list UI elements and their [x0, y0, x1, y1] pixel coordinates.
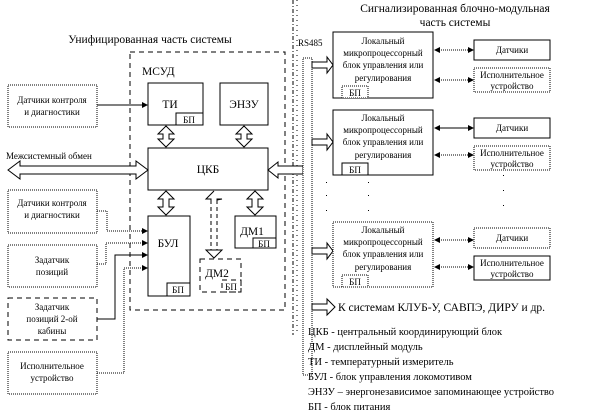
enzu-label: ЭНЗУ: [229, 99, 259, 111]
bul-power-unit: [166, 282, 191, 297]
ellipsis-dots: [326, 175, 504, 211]
box-label: Датчики контроля: [17, 95, 86, 105]
box-label: устройство: [31, 373, 74, 383]
sensors-diagnostics-box-top: [7, 84, 98, 128]
local-block-3: Локальный микропроцессорный блок управле…: [311, 221, 551, 288]
actuator-box: [7, 351, 98, 395]
bus-to-ckb-arrow: [267, 160, 304, 180]
local-block-2: Локальный микропроцессорный блок управле…: [311, 109, 551, 176]
bp-label: БП: [349, 277, 361, 287]
bp-label: БП: [349, 165, 361, 175]
enzu-block: [219, 82, 269, 126]
bul-label: БУЛ: [158, 238, 179, 250]
local-block-1: Локальный микропроцессорный блок управле…: [311, 31, 551, 99]
legend-item: ЭНЗУ – энергонезависимое запоминающее ус…: [308, 387, 554, 398]
block-label: микропроцессорный: [343, 125, 423, 135]
actuator-label: устройство: [491, 159, 534, 169]
block-label: микропроцессорный: [343, 48, 423, 58]
ckb-block: [147, 147, 269, 191]
bul-input-connectors: [97, 210, 148, 374]
bp-label: БП: [172, 285, 184, 295]
block-label: блок управления или: [343, 249, 424, 259]
ti-power-unit: [175, 112, 204, 126]
ckb-label: ЦКБ: [197, 164, 220, 176]
rs485-label: RS485: [298, 38, 323, 48]
intersystem-exchange-label: Межсистемный обмен: [6, 151, 92, 161]
block-label: Локальный: [362, 36, 405, 46]
msud-container: [129, 51, 286, 311]
block-label: регулирования: [355, 262, 412, 272]
msud-label: МСУД: [142, 66, 175, 78]
sensor-label: Датчики: [496, 233, 529, 243]
sensor-label: Датчики: [496, 45, 529, 55]
bp-label: БП: [225, 282, 237, 292]
ti-label: ТИ: [162, 99, 177, 111]
block-label: Локальный: [362, 225, 405, 235]
to-systems-arrow: [311, 297, 336, 317]
signal-part-title-line1: Сигнализированная блочно-модульная: [360, 3, 550, 15]
rs485-bus: [302, 57, 313, 376]
dm2-block: [199, 258, 242, 293]
block-label: регулирования: [355, 150, 412, 160]
bp-label: БП: [258, 239, 270, 249]
legend-item: ТИ - температурный измеритель: [308, 357, 454, 368]
to-systems-label: К системам КЛУБ-У, САВПЭ, ДИРУ и др.: [338, 302, 545, 314]
signal-part-title-line2: часть системы: [420, 17, 491, 29]
actuator-label: устройство: [491, 81, 534, 91]
box-label: Исполнительное: [20, 361, 84, 371]
actuator-label: Исполнительное: [480, 148, 544, 158]
actuator-label: Исполнительное: [480, 258, 544, 268]
dm1-power-unit: [252, 237, 277, 249]
unified-part-title: Унифицированная часть системы: [68, 34, 232, 46]
sensors-diagnostics-box: [7, 189, 98, 234]
actuator-label: устройство: [491, 269, 534, 279]
legend-item: ДМ - дисплейный модуль: [308, 342, 423, 353]
bp-label: БП: [183, 115, 195, 125]
bp-label: БП: [349, 88, 361, 98]
box-label: и диагностики: [24, 107, 80, 117]
position-setter-box: [7, 244, 98, 288]
box-label: Задатчик: [35, 255, 70, 265]
box-label: позиций: [36, 267, 68, 277]
sensor-label: Датчики: [496, 123, 529, 133]
dm2-label: ДМ2: [205, 268, 229, 280]
legend-item: БП - блок питания: [308, 402, 391, 413]
block-label: Локальный: [362, 113, 405, 123]
box-label: Датчики контроля: [17, 198, 86, 208]
actuator-label: Исполнительное: [480, 70, 544, 80]
box-label: позиций 2-ой: [26, 314, 77, 324]
block-label: микропроцессорный: [343, 237, 423, 247]
box-label: Задатчик: [35, 302, 70, 312]
dm2-power-unit: [221, 279, 242, 293]
dm1-label: ДМ1: [240, 226, 264, 238]
block-label: регулирования: [355, 73, 412, 83]
box-label: и диагностики: [24, 210, 80, 220]
legend-item: БУЛ - блок управления локомотивом: [308, 372, 472, 383]
block-label: блок управления или: [343, 137, 424, 147]
block-label: блок управления или: [343, 60, 424, 70]
box-label: кабины: [38, 326, 67, 336]
abbreviation-legend: ЦКБ - центральный координирующий блок ДМ…: [308, 327, 554, 413]
intersystem-arrow: [7, 160, 149, 180]
bidirectional-arrow: [156, 125, 265, 259]
legend-item: ЦКБ - центральный координирующий блок: [308, 327, 503, 338]
